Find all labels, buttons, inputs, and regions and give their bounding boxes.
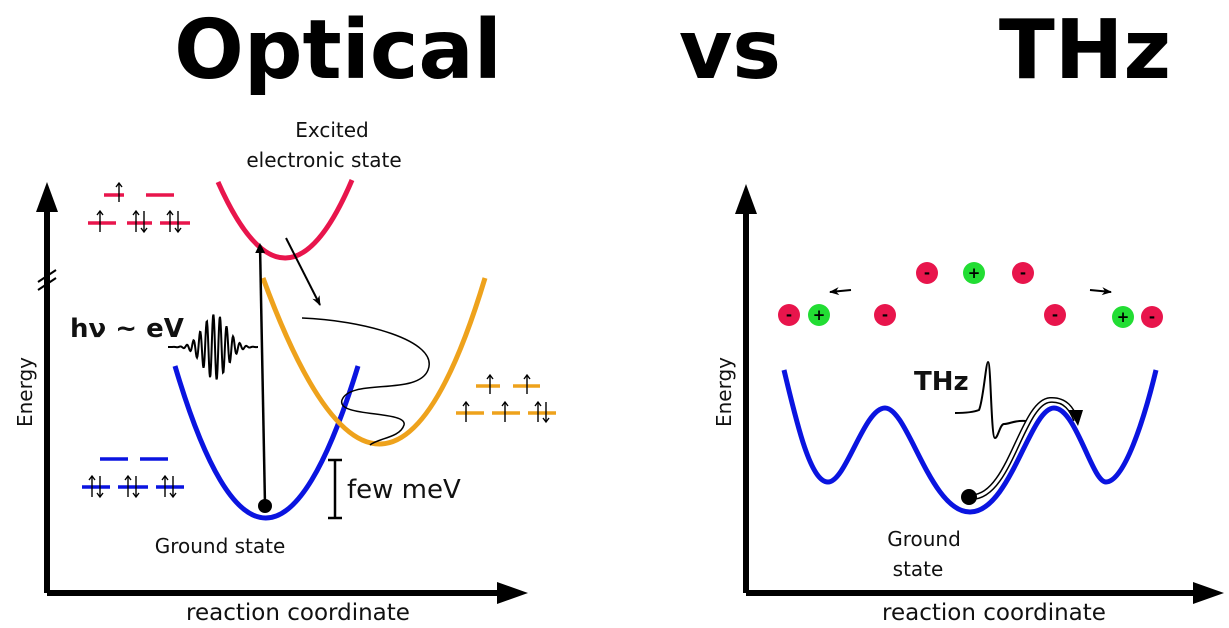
excitation-arrow [255, 243, 267, 506]
spacing-label: few meV [347, 475, 461, 505]
ion-motion-arrow-right [1089, 287, 1112, 296]
ion-sign: - [1149, 308, 1155, 326]
ion-sign: - [882, 306, 888, 324]
photon-wave-packet [168, 314, 258, 380]
positive-ion [963, 262, 985, 284]
negative-ion [916, 262, 938, 284]
intermediate-orbital-spins [462, 373, 550, 424]
title-thz: THz [999, 3, 1171, 98]
energy-spacing-bar [328, 458, 342, 520]
axis-break-mark [37, 269, 57, 283]
ground-state-particle [258, 499, 272, 513]
axis-break-mark [37, 277, 57, 291]
ion-group: - + - - + - - + - [778, 262, 1163, 328]
thz-pulse-label: THz [914, 367, 969, 397]
excited-label-line1: Excited [295, 118, 369, 142]
photon-energy-label: hν ~ eV [70, 314, 184, 344]
positive-ion [1112, 306, 1134, 328]
negative-ion [778, 304, 800, 326]
ground-state-curve [172, 365, 361, 521]
title-optical: Optical [174, 3, 502, 98]
thz-x-label: reaction coordinate [882, 600, 1106, 626]
excited-state-curve [215, 179, 355, 261]
ion-sign: - [924, 264, 930, 282]
thz-panel: Energy reaction coordinate THz - + - - +… [712, 184, 1224, 626]
thz-particle [961, 489, 977, 505]
ion-sign: - [786, 306, 792, 324]
title-vs: vs [679, 3, 781, 98]
negative-ion [1044, 304, 1066, 326]
excited-label-line2: electronic state [246, 148, 401, 172]
ground-label: Ground state [155, 534, 286, 558]
ion-motion-arrow-left [829, 287, 852, 296]
intermediate-orbital-diagram [456, 384, 556, 415]
thz-axes [735, 184, 1224, 604]
negative-ion [1012, 262, 1034, 284]
thz-x-axis-arrow [1193, 582, 1224, 604]
trajectory-arrowhead [1069, 410, 1083, 426]
optical-panel: Energy reaction coordinate Excited elect… [13, 118, 556, 626]
intermediate-state-curve [260, 277, 488, 447]
optical-axes [36, 182, 528, 604]
ground-orbital-diagram [82, 457, 184, 489]
thz-y-axis-arrow [735, 184, 757, 214]
thz-pulse-waveform [954, 360, 1027, 440]
optical-x-label: reaction coordinate [186, 600, 410, 626]
ground-orbital-spins [88, 474, 177, 499]
optical-y-label: Energy [13, 357, 37, 427]
negative-ion [874, 304, 896, 326]
thz-ground-label-line1: Ground [887, 527, 961, 551]
thz-ground-label-line2: state [893, 557, 944, 581]
negative-ion [1141, 306, 1163, 328]
excited-orbital-spins [96, 181, 182, 234]
excited-orbital-diagram [88, 193, 190, 225]
ion-sign: + [968, 264, 981, 282]
relaxation-arrow [285, 237, 321, 306]
ion-sign: - [1052, 306, 1058, 324]
thz-y-label: Energy [712, 357, 736, 427]
ion-sign: + [1117, 308, 1130, 326]
optical-x-axis-arrow [497, 582, 528, 604]
positive-ion [808, 304, 830, 326]
trajectory-fill [971, 398, 1078, 499]
triple-well-potential [781, 369, 1159, 515]
ion-sign: + [813, 306, 826, 324]
relaxation-trajectory [301, 317, 430, 446]
ion-sign: - [1020, 264, 1026, 282]
optical-y-axis-arrow [36, 182, 58, 212]
